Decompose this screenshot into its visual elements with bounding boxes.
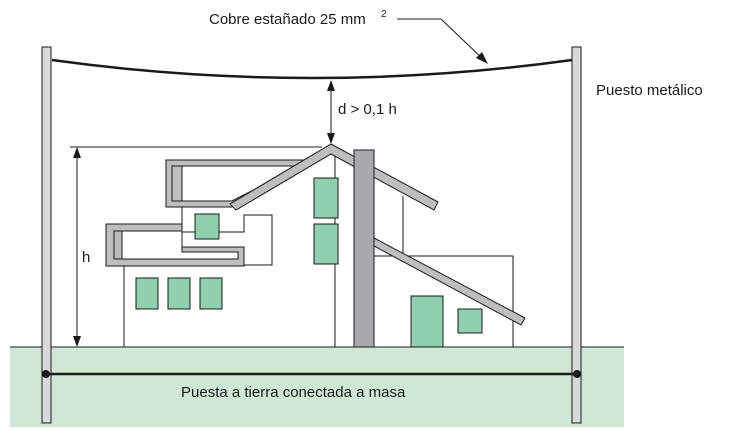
annex-window (457, 308, 483, 334)
annex-door (410, 295, 444, 348)
window-gable-top (313, 177, 339, 219)
overhead-copper-cable (51, 58, 573, 80)
height-arrow-top (73, 147, 81, 158)
cable-label-text: Cobre estañado 25 mm (209, 11, 366, 28)
cable-leader-arrowhead (476, 52, 488, 64)
main-pitched-roof (229, 143, 439, 211)
left-metal-post (41, 46, 52, 424)
cable-label-superscript: 2 (381, 9, 387, 20)
window-ground-1 (135, 277, 159, 310)
ground-label: Puesta a tierra conectada a masa (181, 384, 406, 401)
right-ground-connection (573, 370, 581, 378)
window-ground-3 (199, 277, 223, 310)
cable-leader-diagonal (440, 18, 486, 62)
middle-flat-roof-edge (113, 230, 123, 260)
cable-label: Cobre estañado 25 mm (209, 11, 366, 28)
upper-flat-roof-edge (171, 165, 183, 202)
distance-arrow-top (327, 80, 335, 91)
window-upper-left (194, 213, 220, 240)
distance-label: d > 0,1 h (338, 101, 397, 118)
window-gable-bottom (313, 223, 339, 265)
height-label: h (82, 249, 90, 266)
right-metal-post (571, 46, 582, 424)
window-ground-2 (167, 277, 191, 310)
height-arrow-bottom (73, 336, 81, 347)
ground-area (10, 347, 624, 427)
left-ground-connection (42, 370, 50, 378)
post-label: Puesto metálico (596, 82, 703, 99)
annex-sloped-roof (373, 237, 526, 326)
distance-arrow-bottom (327, 133, 335, 144)
chimney-column (353, 149, 375, 348)
